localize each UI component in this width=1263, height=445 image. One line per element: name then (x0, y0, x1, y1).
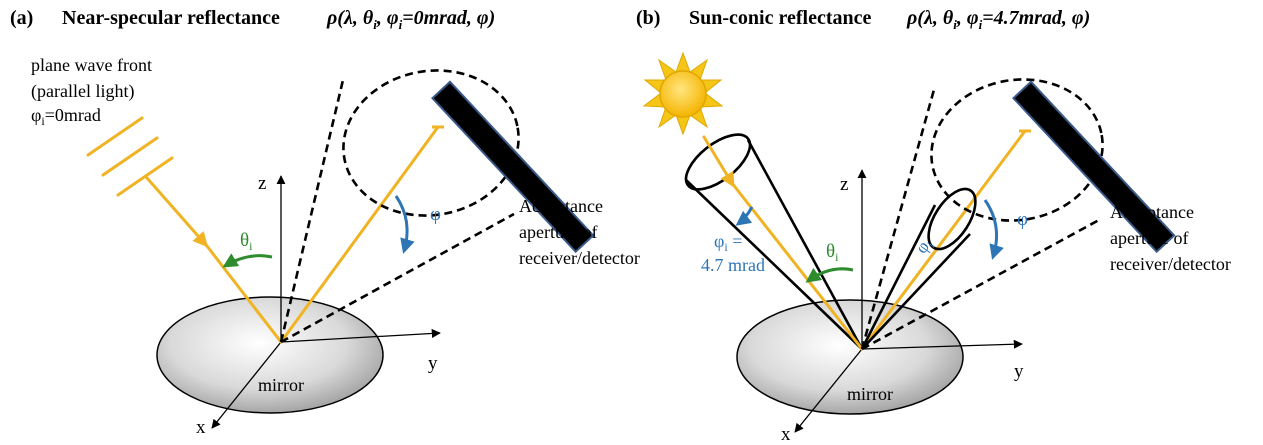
acceptance-cone-ellipse-b (930, 78, 1104, 222)
acceptance-cone-edge-right-b (861, 218, 1100, 351)
phi-i-arc (735, 206, 754, 226)
phi-i-label: φi = (714, 231, 742, 254)
mirror-label-b: mirror (847, 384, 893, 404)
x-axis-label: x (196, 417, 206, 438)
theta-i-label-b: θi (826, 241, 839, 264)
mirror-disc-b (736, 299, 964, 415)
y-axis-label: y (428, 353, 438, 374)
panel-b-title: Sun-conic reflectance (689, 7, 871, 29)
y-axis-b (861, 339, 1023, 350)
detector-panel-b (1012, 80, 1176, 254)
panel-b-tag: (b) (636, 7, 660, 29)
y-axis-label-b: y (1014, 361, 1024, 382)
reflected-small-cone-edge-right (861, 233, 971, 350)
phi-arc-b (983, 199, 1004, 260)
panel-a-formula: ρ(λ, θi, φi=0mrad, φ) (326, 7, 495, 32)
sun-cone-edge-right (746, 139, 864, 350)
acceptance-label-b-line3: receiver/detector (1110, 254, 1231, 274)
sun-icon (642, 51, 724, 136)
acceptance-cone-ellipse (342, 69, 520, 217)
wavefront-phi-i-label: φi=0mrad (31, 105, 101, 128)
acceptance-label-b-line2: aperture of (1110, 228, 1188, 248)
detector-panel (431, 80, 595, 254)
panel-a-title: Near-specular reflectance (62, 7, 280, 29)
phi-arc (394, 195, 415, 254)
x-axis-label-b: x (781, 424, 791, 445)
sun-incident-ray (726, 176, 864, 351)
reflected-small-cone-ellipse (927, 187, 977, 251)
panel-b: (b) Sun-conic reflectance ρ(λ, θi, φi=4.… (636, 7, 1231, 445)
acceptance-label-line2: aperture of (519, 222, 597, 242)
theta-i-label: θi (240, 230, 253, 253)
phi-label: φ (430, 204, 441, 225)
panel-b-formula: ρ(λ, θi, φi=4.7mrad, φ) (906, 7, 1090, 32)
phi-label-b: φ (1017, 209, 1028, 230)
mirror-label: mirror (258, 375, 304, 395)
incident-ray (198, 235, 283, 344)
wavefront-bar-2 (101, 136, 159, 177)
wavefront-label-line1: plane wave front (31, 55, 152, 75)
reflected-small-cone-edge-left (860, 204, 937, 350)
x-axis (211, 341, 282, 429)
acceptance-cone-edge-right (280, 212, 515, 344)
sun-cone-edge-left (685, 179, 863, 350)
z-axis-label-b: z (840, 174, 848, 195)
acceptance-label-b-line1: Acceptance (1110, 202, 1194, 222)
acceptance-label-line3: receiver/detector (519, 248, 640, 268)
panel-a: (a) Near-specular reflectance ρ(λ, θi, φ… (10, 7, 640, 438)
phi-i-value-label: 4.7 mrad (701, 255, 765, 275)
acceptance-cone-edge-left-b (860, 85, 937, 350)
wavefront-label-line2: (parallel light) (31, 81, 134, 102)
y-axis (280, 328, 441, 343)
acceptance-label-line1: Acceptance (519, 196, 603, 216)
reflected-ray-b (860, 129, 1027, 351)
panel-a-tag: (a) (10, 7, 33, 29)
wavefront-bar-1 (86, 116, 144, 157)
acceptance-cone-edge-left (279, 79, 345, 343)
theta-i-arc (222, 253, 273, 268)
theta-i-arc-b (805, 267, 854, 283)
reflected-ray (279, 125, 440, 344)
z-axis-label: z (258, 173, 266, 194)
x-axis-b (794, 348, 863, 433)
incident-ray-arrow (145, 176, 208, 248)
wavefront-bar-3 (116, 156, 174, 197)
